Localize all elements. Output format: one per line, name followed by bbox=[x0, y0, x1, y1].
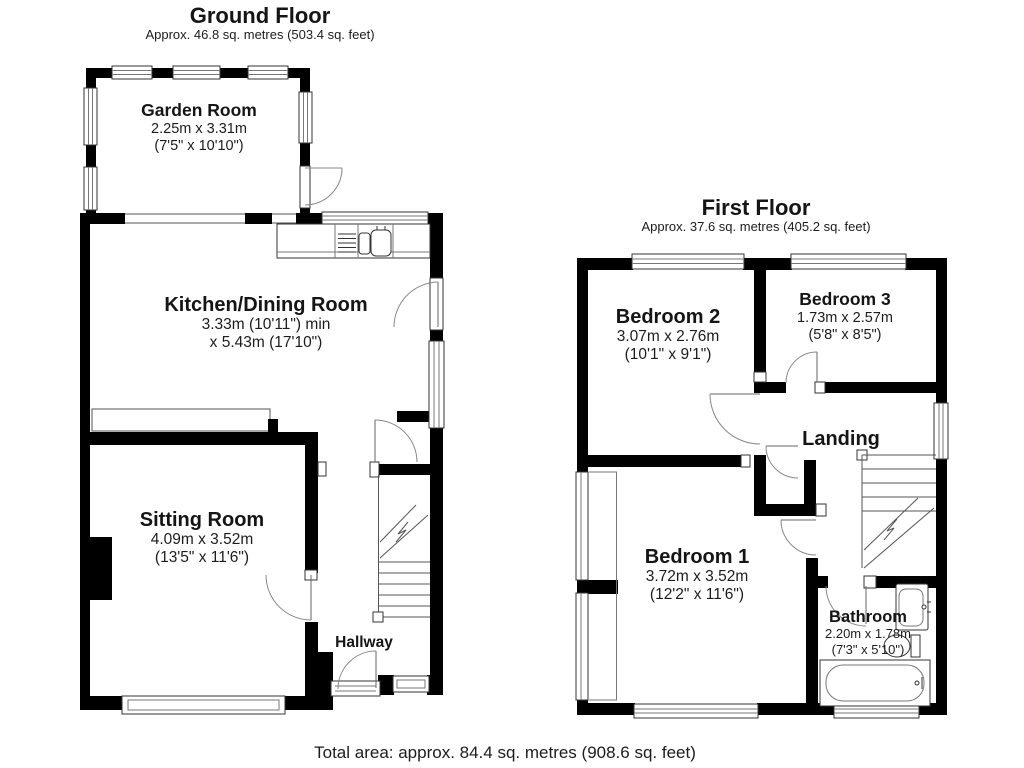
kitchen-window bbox=[321, 211, 429, 225]
garden-room-windows bbox=[83, 65, 313, 211]
sitting-room-door bbox=[265, 574, 312, 621]
bathroom-door bbox=[825, 585, 867, 627]
first-floor-subtitle: Approx. 37.6 sq. metres (405.2 sq. feet) bbox=[641, 219, 871, 234]
room-dims-metric: 3.33m (10'11") min bbox=[201, 316, 331, 333]
room-dims-imperial: (13'5" x 11'6") bbox=[154, 549, 250, 566]
kitchen-side-window bbox=[428, 340, 445, 429]
ground-floor-subtitle: Approx. 46.8 sq. metres (503.4 sq. feet) bbox=[145, 27, 375, 42]
first-floor-title: First Floor bbox=[701, 195, 811, 220]
kitchen-side-door bbox=[393, 277, 444, 331]
main-outer-walls bbox=[80, 213, 443, 710]
bathroom-label: Bathroom 2.20m x 1.78m (7'3" x 5'10") bbox=[825, 608, 911, 657]
kitchen-counter bbox=[276, 223, 431, 259]
bathroom-sink-icon bbox=[895, 583, 931, 631]
room-dims-imperial: (12'2" x 11'6") bbox=[649, 586, 745, 603]
room-name: Sitting Room bbox=[139, 509, 265, 531]
room-dims-metric: 2.20m x 1.78m bbox=[825, 626, 911, 641]
hallway-label: Hallway bbox=[335, 634, 393, 652]
bathtub-icon bbox=[819, 659, 931, 707]
stairs-ground-floor bbox=[372, 475, 430, 623]
room-dims-imperial: (5'8" x 8'5") bbox=[808, 326, 882, 343]
ff-interior-walls bbox=[577, 262, 936, 703]
bedroom1-door bbox=[780, 519, 817, 556]
room-name: Garden Room bbox=[141, 100, 257, 120]
room-dims-metric: 3.07m x 2.76m bbox=[616, 328, 720, 345]
room-dims-metric: 2.25m x 3.31m bbox=[151, 120, 247, 137]
front-door bbox=[330, 650, 381, 697]
room-name: Hallway bbox=[335, 634, 393, 651]
room-dims-imperial: x 5.43m (17'10") bbox=[209, 334, 323, 351]
bay-window bbox=[121, 695, 286, 715]
stairs-first-floor bbox=[861, 454, 936, 569]
sitting-room-label: Sitting Room 4.09m x 3.52m (13'5" x 11'6… bbox=[137, 509, 267, 567]
room-dims-metric: 3.72m x 3.52m bbox=[645, 568, 749, 585]
ground-floor-plan bbox=[80, 65, 445, 715]
kitchen-dining-label: Kitchen/Dining Room 3.33m (10'11") min x… bbox=[161, 294, 371, 352]
stair-top-wall bbox=[378, 464, 430, 475]
room-name: Landing bbox=[802, 428, 880, 450]
room-dims-metric: 4.09m x 3.52m bbox=[150, 531, 254, 548]
garden-room-label: Garden Room 2.25m x 3.31m (7'5" x 10'10"… bbox=[139, 100, 259, 155]
sitting-hall-wall bbox=[305, 445, 318, 710]
bedroom1-label: Bedroom 1 3.72m x 3.52m (12'2" x 11'6") bbox=[645, 546, 749, 604]
hinge-block bbox=[317, 461, 327, 477]
garden-room-walls bbox=[86, 68, 310, 224]
room-dims-imperial: (7'3" x 5'10") bbox=[831, 641, 905, 657]
hob-icon bbox=[338, 233, 356, 253]
total-area-text: Total area: approx. 84.4 sq. metres (908… bbox=[314, 743, 696, 762]
first-floor-plan bbox=[575, 253, 949, 719]
room-dims-imperial: (10'1" x 9'1") bbox=[624, 346, 712, 363]
room-name: Bedroom 2 bbox=[615, 306, 721, 328]
sink-icon bbox=[358, 226, 392, 257]
bedroom2-door bbox=[709, 393, 761, 445]
room-name: Bedroom 3 bbox=[799, 289, 891, 309]
bedroom3-label: Bedroom 3 1.73m x 2.57m (5'8" x 8'5") bbox=[797, 289, 893, 344]
room-name: Kitchen/Dining Room bbox=[164, 294, 368, 316]
hallway-window bbox=[392, 675, 430, 693]
ff-window-panes bbox=[580, 258, 944, 714]
kitchen-sitting-wall bbox=[90, 408, 318, 445]
chimney-breast bbox=[90, 537, 112, 600]
room-name: Bathroom bbox=[829, 608, 907, 626]
kitchen-door bbox=[374, 419, 418, 463]
garden-room-window-panes bbox=[88, 70, 308, 210]
room-name: Bedroom 1 bbox=[644, 546, 750, 568]
garden-room-openings bbox=[125, 213, 296, 224]
garden-room-door bbox=[299, 165, 343, 209]
landing-label: Landing bbox=[802, 428, 880, 451]
hinge-block bbox=[369, 461, 380, 478]
ground-floor-title: Ground Floor bbox=[189, 3, 331, 28]
toilet-icon bbox=[883, 634, 921, 658]
cupboard-door bbox=[765, 445, 799, 479]
bedroom3-door bbox=[785, 351, 818, 384]
ff-windows bbox=[575, 253, 949, 719]
room-dims-metric: 1.73m x 2.57m bbox=[797, 309, 893, 326]
room-dims-imperial: (7'5" x 10'10") bbox=[154, 137, 244, 154]
bedroom2-label: Bedroom 2 3.07m x 2.76m (10'1" x 9'1") bbox=[616, 306, 720, 364]
